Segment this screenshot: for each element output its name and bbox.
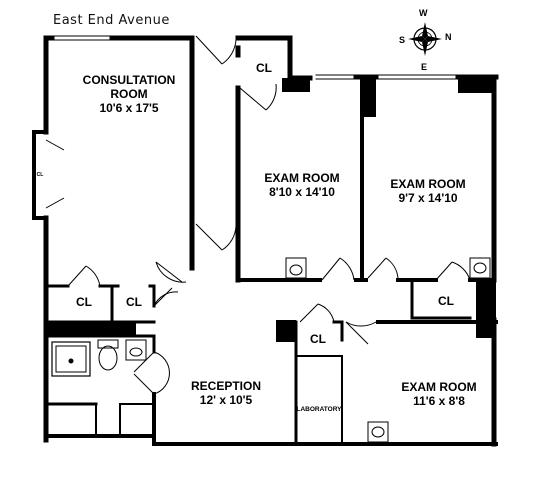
closet-left-2-label: CL (126, 295, 142, 309)
consultation-room-name-2: ROOM (110, 87, 147, 101)
exam-room-2-name: EXAM ROOM (390, 177, 465, 191)
closet-left-wall-label: CL (37, 172, 44, 178)
reception-name: RECEPTION (191, 379, 261, 393)
street-label: East End Avenue (53, 13, 170, 28)
sink-exam3 (367, 421, 389, 443)
consultation-room-name: CONSULTATION (83, 73, 176, 87)
compass-west-label: W (419, 8, 428, 18)
doors (45, 35, 471, 395)
exam-room-3-name: EXAM ROOM (401, 380, 476, 394)
laboratory-label: LABORATORY (296, 406, 342, 413)
toilet-icon (98, 345, 118, 371)
reception-dims: 12' x 10'5 (200, 393, 253, 407)
closet-right-label: CL (438, 294, 454, 308)
fixtures (51, 257, 491, 443)
sink-exam2 (469, 257, 491, 279)
exam-room-1-name: EXAM ROOM (264, 171, 339, 185)
closet-left-1-label: CL (76, 295, 92, 309)
compass-south-label: S (399, 35, 405, 45)
compass-east-label: E (421, 62, 427, 72)
exam-room-1-dims: 8'10 x 14'10 (269, 185, 335, 199)
exam-room-3-dims: 11'6 x 8'8 (413, 394, 465, 408)
closet-top-label: CL (256, 61, 272, 75)
exam-room-2-dims: 9'7 x 14'10 (398, 191, 457, 205)
bath-sink-small (125, 339, 147, 361)
toilet-tank (97, 339, 119, 349)
compass-north-label: N (445, 32, 452, 42)
columns (46, 77, 496, 342)
consultation-room-dims: 10'6 x 17'5 (99, 101, 158, 115)
closet-center-label: CL (310, 332, 326, 346)
bath-sink (51, 341, 91, 377)
compass-icon (408, 22, 442, 56)
sink-exam1 (285, 257, 307, 279)
